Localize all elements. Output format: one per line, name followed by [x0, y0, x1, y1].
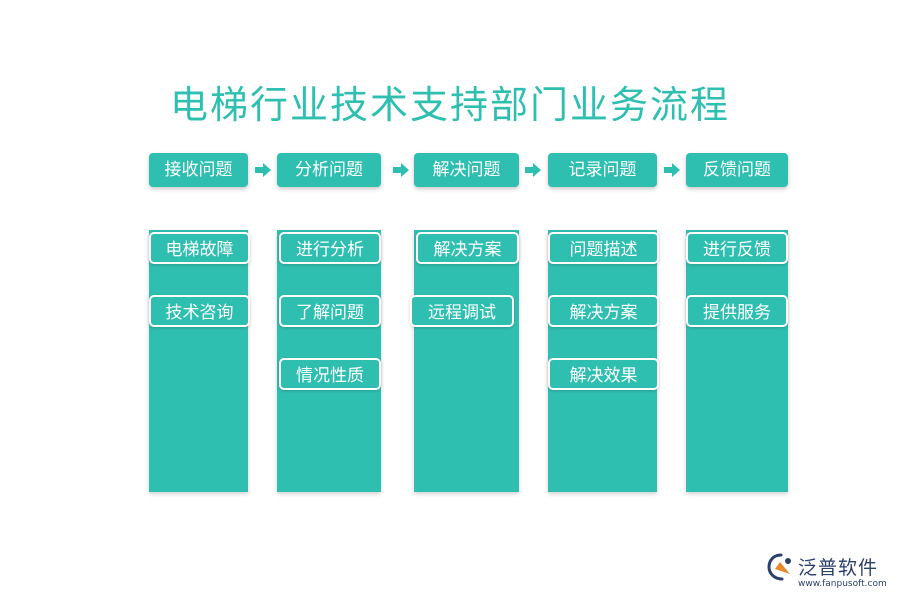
diagram-title: 电梯行业技术支持部门业务流程: [169, 83, 730, 127]
list-item-provide-service: 提供服务: [686, 295, 788, 327]
list-item-give-feedback: 进行反馈: [686, 232, 788, 264]
list-item-issue-description: 问题描述: [548, 232, 659, 264]
arrow-right-icon: [255, 163, 271, 177]
list-item-understand-issue: 了解问题: [279, 295, 381, 327]
step-feedback: 反馈问题: [686, 153, 788, 187]
list-item-do-analysis: 进行分析: [279, 232, 381, 264]
column-solve: [414, 230, 519, 492]
brand-url: www.fanpusoft.com: [798, 579, 887, 589]
list-item-remote-debug: 远程调试: [410, 295, 514, 327]
step-record: 记录问题: [548, 153, 657, 187]
list-item-elevator-fault: 电梯故障: [149, 232, 250, 264]
brand-watermark: 泛普软件 www.fanpusoft.com: [766, 552, 896, 596]
column-feedback: [686, 230, 788, 492]
list-item-solution: 解决方案: [416, 232, 519, 264]
arrow-right-icon: [525, 163, 541, 177]
list-item-situation-nature: 情况性质: [279, 358, 381, 390]
arrow-right-icon: [664, 163, 680, 177]
list-item-solution: 解决方案: [548, 295, 659, 327]
step-receive: 接收问题: [149, 153, 248, 187]
list-item-tech-consult: 技术咨询: [149, 295, 250, 327]
column-receive: [149, 230, 248, 492]
arrow-right-icon: [393, 163, 409, 177]
brand-logo-icon: [767, 553, 791, 581]
list-item-solution-effect: 解决效果: [548, 358, 659, 390]
step-analyze: 分析问题: [277, 153, 381, 187]
step-solve: 解决问题: [414, 153, 519, 187]
brand-name: 泛普软件: [798, 557, 879, 579]
